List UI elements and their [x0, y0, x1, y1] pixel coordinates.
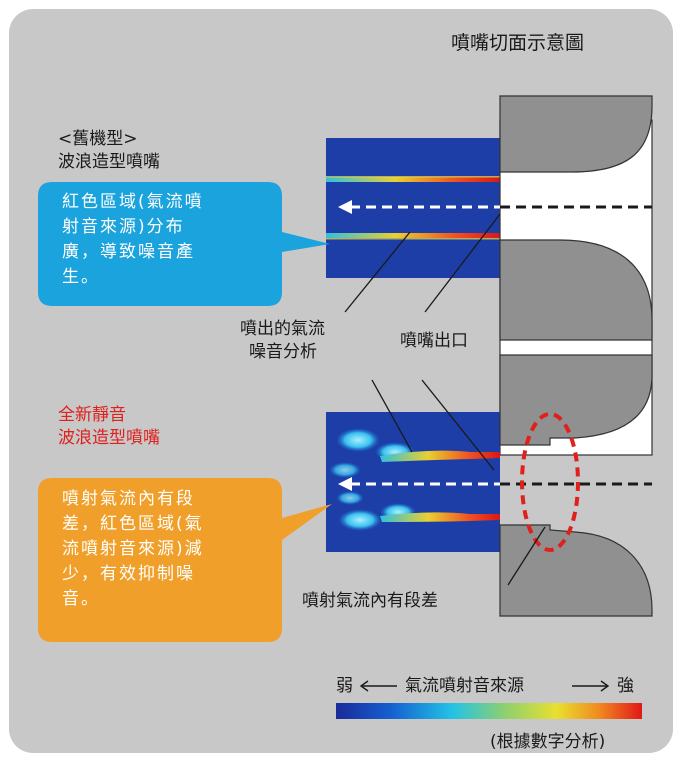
old-jet-bottom — [326, 233, 500, 238]
old-nozzle-upper — [499, 95, 653, 173]
new-bubble-line: 差，紅色區域(氣 — [62, 514, 204, 534]
nozzle-outlet-label: 噴嘴出口 — [400, 331, 468, 351]
new-nozzle-lower — [499, 524, 653, 617]
airflow-label-line2: 噪音分析 — [249, 342, 317, 362]
color-scale-bar — [336, 703, 642, 719]
new-bubble-line: 音。 — [62, 589, 100, 609]
new-bubble-line: 少，有效抑制噪 — [62, 564, 195, 584]
old-bubble-line: 生。 — [62, 267, 100, 287]
old-bubble-line: 廣，導致噪音產 — [62, 242, 195, 262]
new-bubble-text: 噴射氣流內有段 差，紅色區域(氣 流噴射音來源)減 少，有效抑制噪 音。 — [62, 487, 204, 612]
legend-title: 氣流噴射音來源 — [405, 676, 524, 696]
new-nozzle-upper — [499, 354, 653, 446]
legend-note: (根據數字分析) — [490, 732, 606, 752]
old-bubble-line: 射音來源)分布 — [62, 217, 185, 237]
legend-strong: 強 — [617, 676, 634, 696]
new-jet-top — [380, 450, 500, 462]
airflow-label-line1: 噴出的氣流 — [240, 319, 325, 339]
new-bubble-line: 流噴射音來源)減 — [62, 539, 204, 559]
new-model-name-line2: 波浪造型噴嘴 — [58, 428, 160, 448]
old-callout-bubble — [38, 182, 330, 306]
new-callout-bubble — [38, 478, 332, 642]
step-highlight — [520, 412, 580, 552]
old-model-name: 波浪造型噴嘴 — [58, 152, 160, 172]
old-jet-top — [326, 177, 500, 182]
new-model-name-line1: 全新靜音 — [58, 405, 126, 425]
new-jet-bottom — [380, 512, 500, 522]
diagram-title: 噴嘴切面示意圖 — [451, 32, 585, 54]
new-bubble-line: 噴射氣流內有段 — [62, 489, 195, 509]
old-bubble-line: 紅色區域(氣流噴 — [62, 192, 204, 212]
legend-weak: 弱 — [336, 676, 353, 696]
old-bubble-text: 紅色區域(氣流噴 射音來源)分布 廣，導致噪音產 生。 — [62, 190, 204, 290]
old-model-tag: <舊機型> — [58, 129, 138, 149]
step-label: 噴射氣流內有段差 — [302, 591, 438, 611]
old-nozzle-lower — [499, 239, 653, 341]
